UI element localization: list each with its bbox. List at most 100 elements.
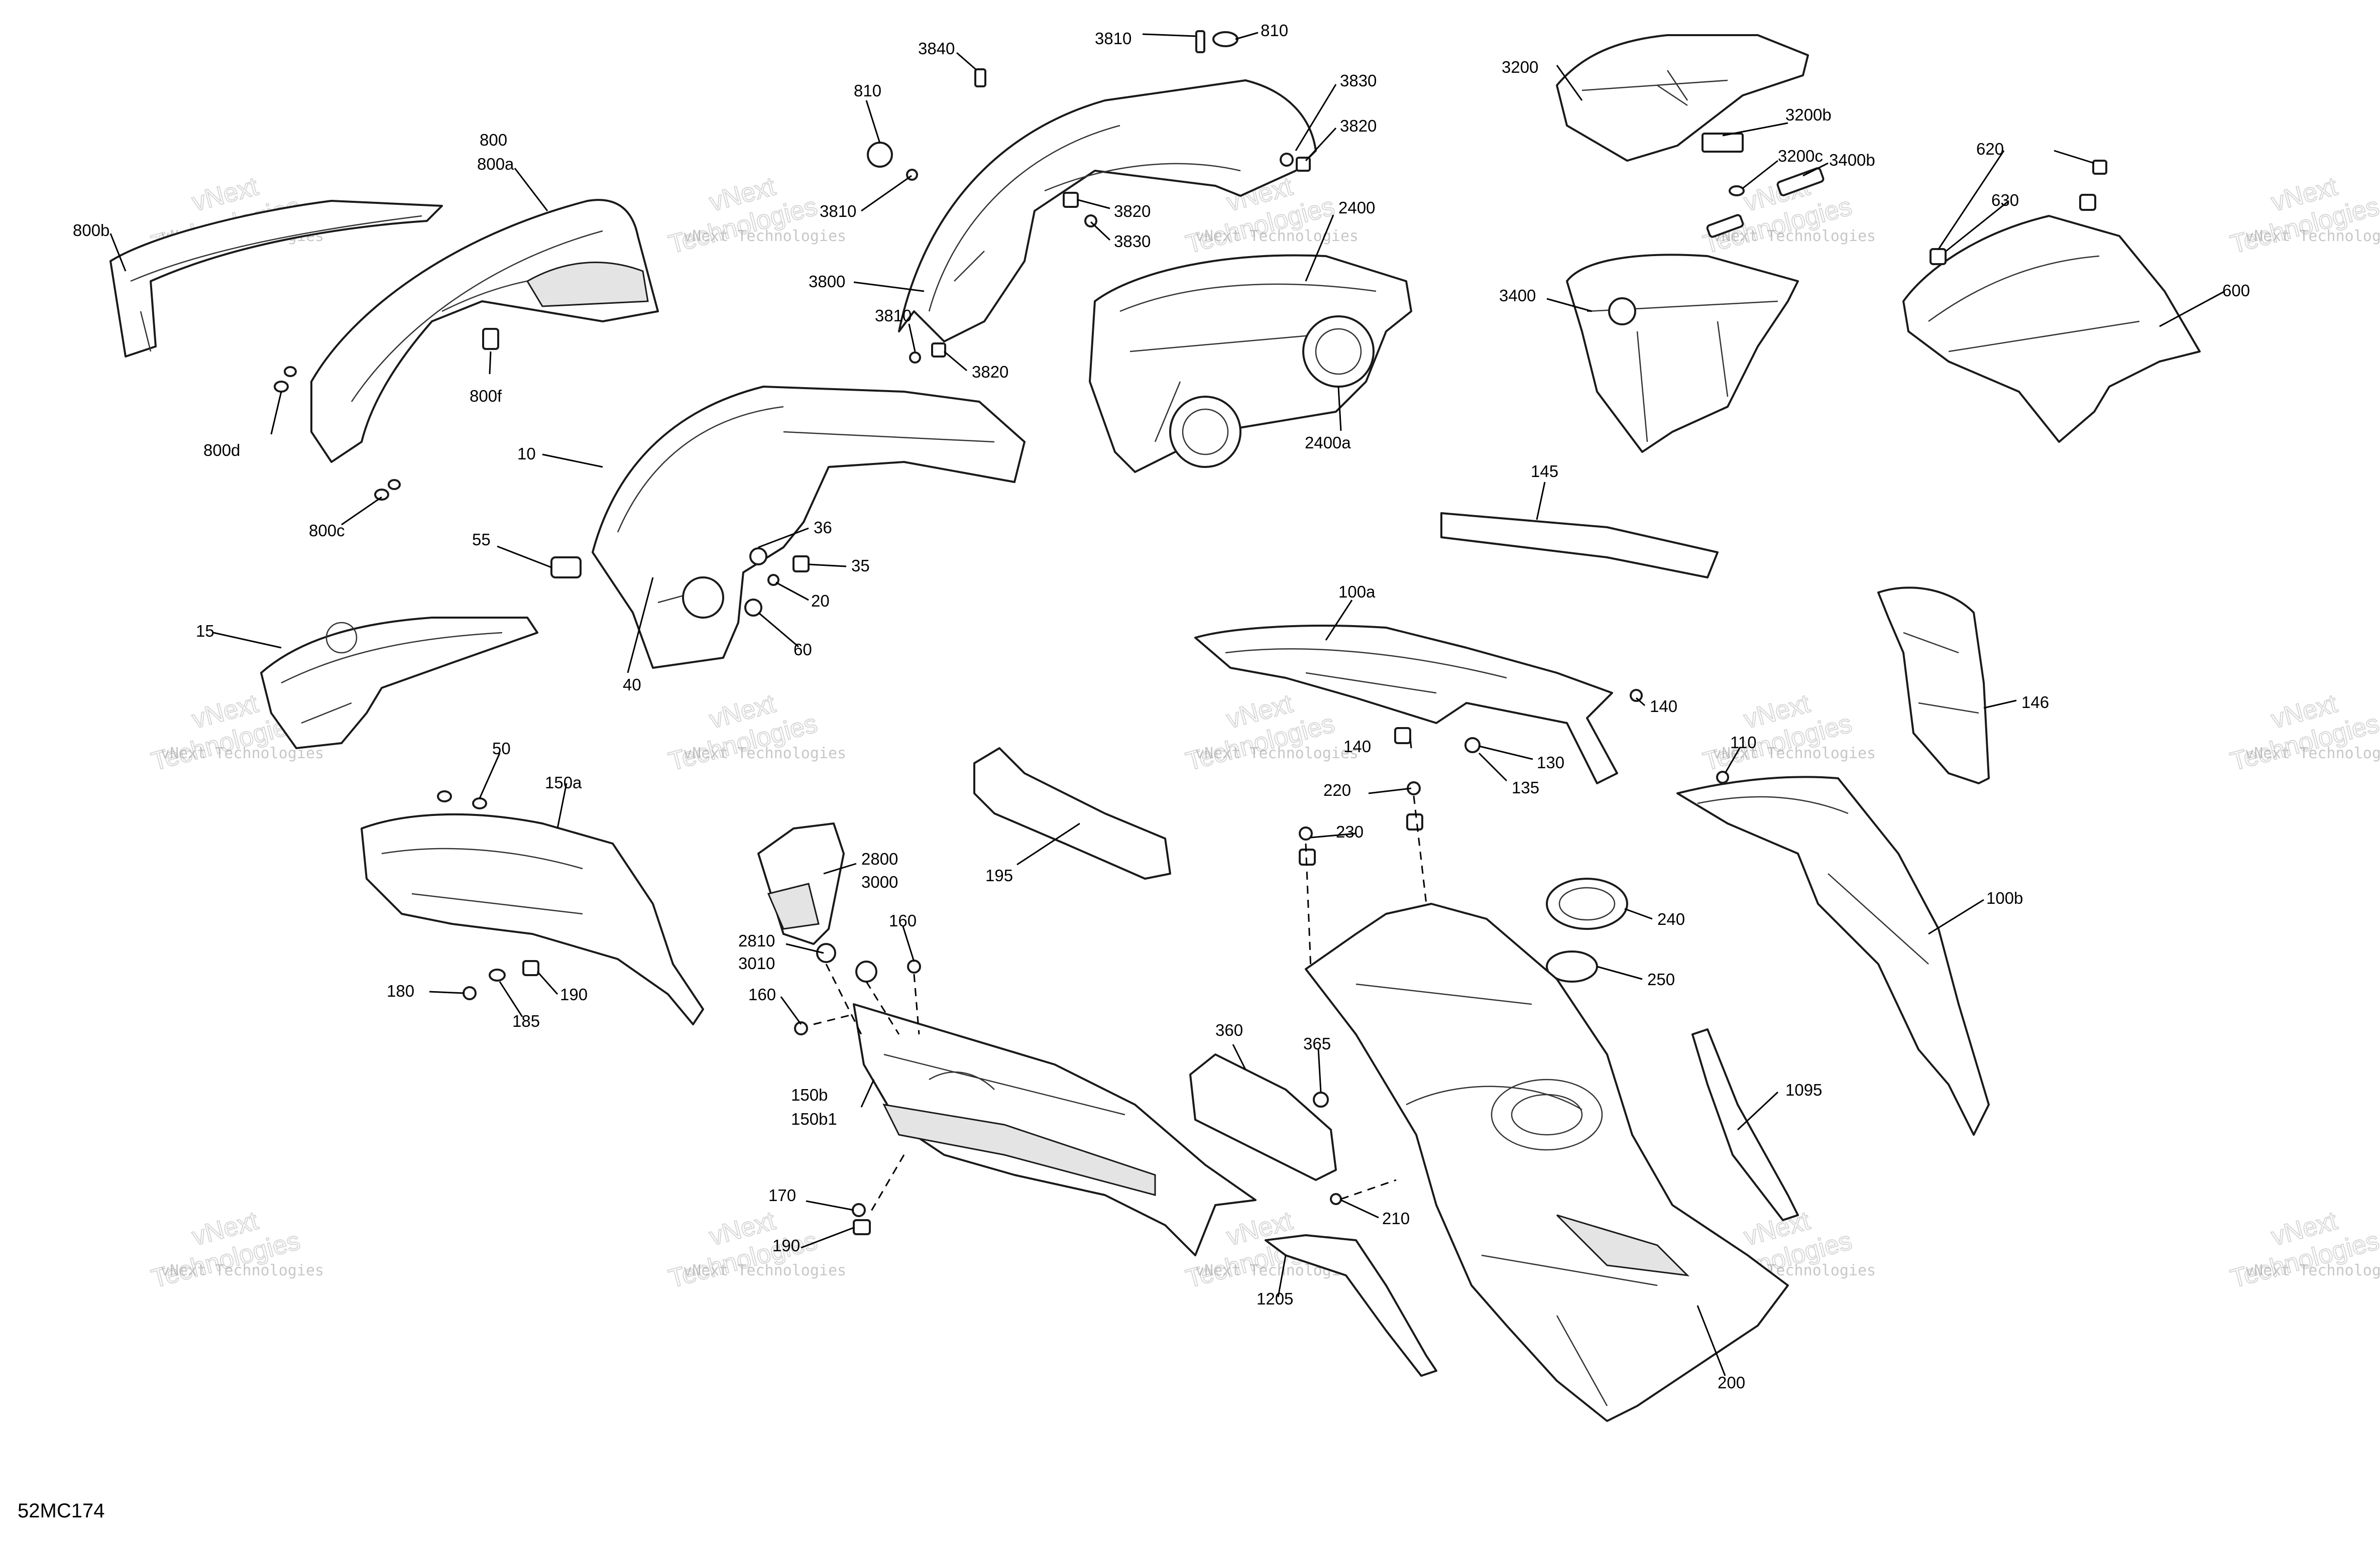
part-800-cowl[interactable] — [310, 199, 659, 463]
part-800b-bracket[interactable] — [109, 200, 443, 358]
callout-140a[interactable]: 140 — [1343, 737, 1371, 756]
callout-810a[interactable]: 810 — [1261, 21, 1288, 40]
callout-145[interactable]: 145 — [1531, 462, 1558, 481]
part-3200-lid[interactable] — [1556, 34, 1825, 238]
callout-55[interactable]: 55 — [472, 530, 491, 549]
part-100a-fairing[interactable] — [1194, 625, 1643, 784]
callout-100a[interactable]: 100a — [1338, 582, 1376, 601]
callout-1205[interactable]: 1205 — [1257, 1289, 1293, 1308]
callout-130[interactable]: 130 — [1537, 753, 1564, 772]
part-2800-bracket[interactable] — [757, 822, 921, 1035]
watermark-text: vNext Technologies — [161, 1262, 324, 1279]
parts-layer — [109, 30, 2225, 1422]
callout-146[interactable]: 146 — [2021, 693, 2049, 711]
callout-190a[interactable]: 190 — [560, 985, 588, 1004]
callout-36[interactable]: 36 — [814, 518, 832, 537]
fastener-800d[interactable] — [274, 366, 297, 393]
callout-3810a[interactable]: 3810 — [1095, 29, 1131, 48]
callout-800c[interactable]: 800c — [309, 521, 345, 540]
callout-200[interactable]: 200 — [1718, 1373, 1745, 1392]
callout-1095[interactable]: 1095 — [1785, 1081, 1822, 1099]
callout-3820a[interactable]: 3820 — [1340, 116, 1377, 135]
callout-230[interactable]: 230 — [1336, 822, 1364, 841]
part-3400-bin[interactable] — [1566, 254, 1799, 453]
callout-60[interactable]: 60 — [794, 640, 812, 659]
callout-170[interactable]: 170 — [768, 1186, 796, 1205]
callout-600[interactable]: 600 — [2222, 281, 2250, 300]
part-145-strip[interactable] — [1440, 512, 1719, 578]
callout-3010[interactable]: 3010 — [738, 954, 775, 973]
callout-3000[interactable]: 3000 — [861, 873, 898, 891]
watermark-text: vNext Technologies — [683, 227, 846, 245]
part-1095-strip[interactable] — [1691, 1028, 1799, 1221]
part-100b-fairing[interactable] — [1676, 771, 1990, 1136]
part-360-cover[interactable] — [1189, 1053, 1337, 1181]
fastener-800c[interactable] — [374, 479, 401, 501]
callout-620[interactable]: 620 — [1976, 140, 2004, 158]
callout-2400[interactable]: 2400 — [1338, 198, 1375, 217]
callout-3800[interactable]: 3800 — [809, 272, 845, 291]
clip-800f[interactable] — [482, 328, 499, 350]
callout-3200[interactable]: 3200 — [1502, 58, 1538, 76]
callout-360[interactable]: 360 — [1215, 1021, 1243, 1039]
callout-10[interactable]: 10 — [517, 444, 536, 463]
callout-250[interactable]: 250 — [1647, 970, 1675, 989]
callout-3840[interactable]: 3840 — [918, 39, 955, 58]
part-195-trim[interactable] — [973, 747, 1171, 880]
callout-3820b[interactable]: 3820 — [1114, 202, 1151, 220]
callout-810b[interactable]: 810 — [854, 81, 881, 100]
callout-3810b[interactable]: 3810 — [820, 202, 856, 220]
callout-20[interactable]: 20 — [811, 591, 830, 610]
part-1205-strip[interactable] — [1265, 1234, 1437, 1377]
part-15-panel[interactable] — [260, 617, 538, 749]
callout-2400a[interactable]: 2400a — [1305, 433, 1351, 452]
callout-3820c[interactable]: 3820 — [972, 363, 1008, 381]
part-150a-panel[interactable] — [361, 790, 704, 1025]
part-240-ring[interactable] — [1546, 878, 1628, 930]
callout-160b[interactable]: 160 — [748, 985, 776, 1004]
callout-800[interactable]: 800 — [480, 131, 507, 149]
callout-365[interactable]: 365 — [1303, 1034, 1331, 1053]
callout-190b[interactable]: 190 — [772, 1236, 800, 1255]
callout-2800[interactable]: 2800 — [861, 850, 898, 868]
callout-240[interactable]: 240 — [1657, 910, 1685, 928]
part-200-body[interactable] — [1299, 781, 1789, 1422]
part-600-console[interactable] — [1902, 160, 2201, 443]
callout-3200b[interactable]: 3200b — [1785, 105, 1832, 124]
callout-2810[interactable]: 2810 — [738, 931, 775, 950]
watermark-text: vNext Technologies — [683, 745, 846, 762]
callout-3400b[interactable]: 3400b — [1829, 151, 1875, 169]
callout-800a[interactable]: 800a — [477, 155, 514, 173]
part-146-trim[interactable] — [1877, 586, 1990, 784]
callout-210[interactable]: 210 — [1382, 1209, 1410, 1228]
leader-lines — [109, 32, 2225, 1376]
callout-180[interactable]: 180 — [387, 982, 414, 1000]
callout-15[interactable]: 15 — [196, 622, 214, 640]
callout-185[interactable]: 185 — [512, 1012, 540, 1030]
callout-50[interactable]: 50 — [492, 739, 511, 758]
callout-140b[interactable]: 140 — [1650, 697, 1677, 716]
callout-100b[interactable]: 100b — [1986, 889, 2023, 907]
callout-3830a[interactable]: 3830 — [1340, 71, 1377, 90]
part-2400-headlight[interactable] — [1089, 254, 1412, 473]
callout-800f[interactable]: 800f — [470, 387, 502, 405]
callout-800d[interactable]: 800d — [203, 441, 240, 459]
part-10-panel[interactable] — [550, 386, 1026, 669]
callout-150a[interactable]: 150a — [545, 773, 582, 792]
callout-800b[interactable]: 800b — [73, 221, 109, 240]
callout-3810c[interactable]: 3810 — [875, 306, 912, 325]
callout-110[interactable]: 110 — [1730, 733, 1757, 752]
callout-150b[interactable]: 150b — [791, 1086, 828, 1104]
callout-630[interactable]: 630 — [1991, 191, 2019, 209]
callout-3200c[interactable]: 3200c — [1778, 147, 1823, 165]
callout-220[interactable]: 220 — [1323, 781, 1351, 799]
callout-40[interactable]: 40 — [623, 675, 641, 694]
part-150b-panel[interactable] — [852, 1003, 1257, 1256]
callout-195[interactable]: 195 — [985, 866, 1013, 885]
callout-3400[interactable]: 3400 — [1499, 286, 1536, 305]
callout-150b1[interactable]: 150b1 — [791, 1110, 837, 1128]
callout-35[interactable]: 35 — [851, 556, 870, 575]
callout-135[interactable]: 135 — [1512, 778, 1539, 797]
callout-3830b[interactable]: 3830 — [1114, 232, 1151, 251]
callout-160a[interactable]: 160 — [889, 911, 917, 930]
